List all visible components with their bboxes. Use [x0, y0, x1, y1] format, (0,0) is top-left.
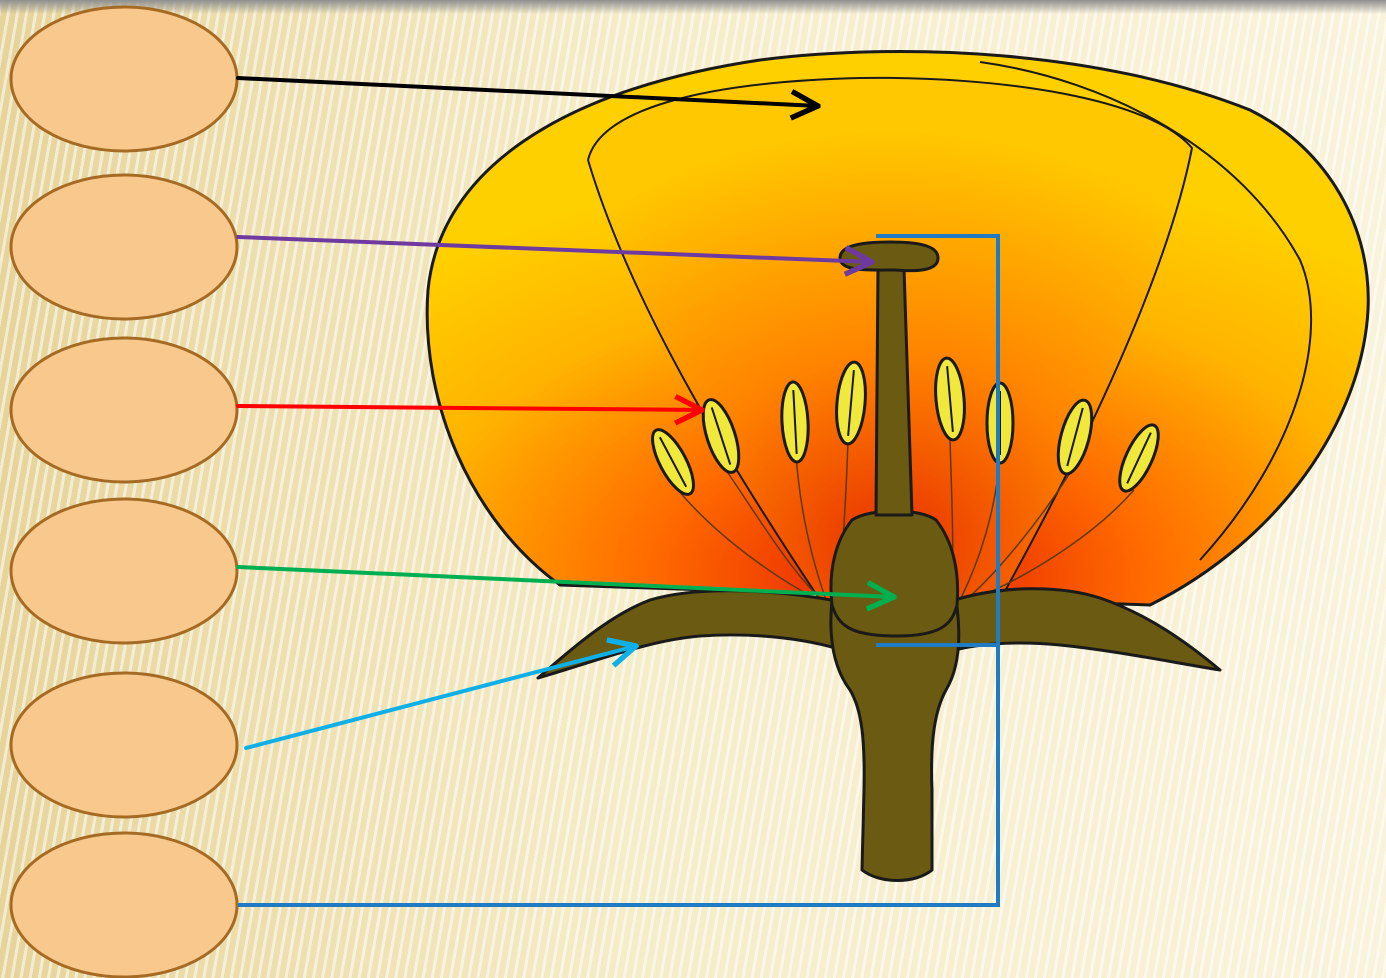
label-ovals: [11, 7, 237, 977]
stalk: [831, 600, 959, 881]
label-oval-4[interactable]: [11, 499, 237, 643]
sepal-right: [948, 589, 1220, 670]
label-oval-3[interactable]: [11, 338, 237, 482]
label-oval-2[interactable]: [11, 175, 237, 319]
label-oval-5[interactable]: [11, 673, 237, 817]
sepal-left: [538, 591, 842, 678]
label-oval-1[interactable]: [11, 7, 237, 151]
label-oval-6[interactable]: [11, 833, 237, 977]
stigma: [840, 242, 938, 271]
arrow-sepal: [246, 646, 636, 748]
ovary: [831, 511, 958, 636]
style: [876, 268, 912, 515]
